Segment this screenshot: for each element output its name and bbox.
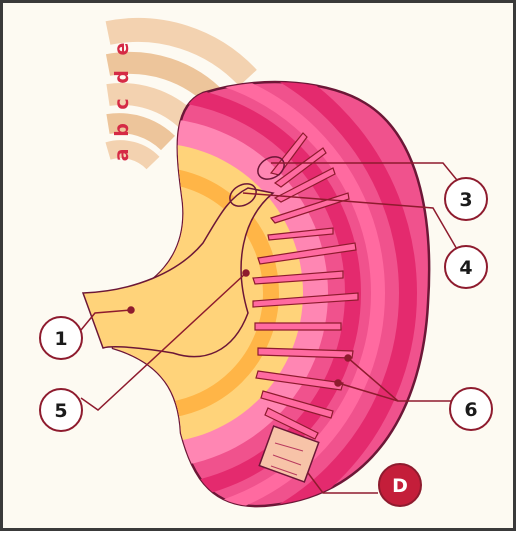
- callout-3: 3: [445, 178, 487, 220]
- layer-label-c: c: [111, 98, 133, 109]
- callout-label-d: D: [392, 475, 408, 497]
- callout-5: 5: [40, 389, 82, 431]
- callout-label-6: 6: [464, 399, 477, 421]
- callout-d: D: [379, 464, 421, 506]
- tubule: [255, 323, 341, 330]
- layer-label-d: d: [111, 70, 133, 84]
- callout-6: 6: [450, 388, 492, 430]
- callout-label-1: 1: [54, 328, 67, 350]
- layer-label-b: b: [111, 123, 133, 137]
- callout-label-5: 5: [54, 400, 67, 422]
- callout-4: 4: [445, 246, 487, 288]
- kidney-diagram: e d c b a: [3, 3, 516, 534]
- layer-label-a: a: [111, 149, 133, 162]
- callout-1: 1: [40, 317, 82, 359]
- kidney: [3, 38, 429, 534]
- callout-label-4: 4: [459, 257, 472, 279]
- layer-label-e: e: [111, 43, 133, 56]
- callout-label-3: 3: [459, 189, 472, 211]
